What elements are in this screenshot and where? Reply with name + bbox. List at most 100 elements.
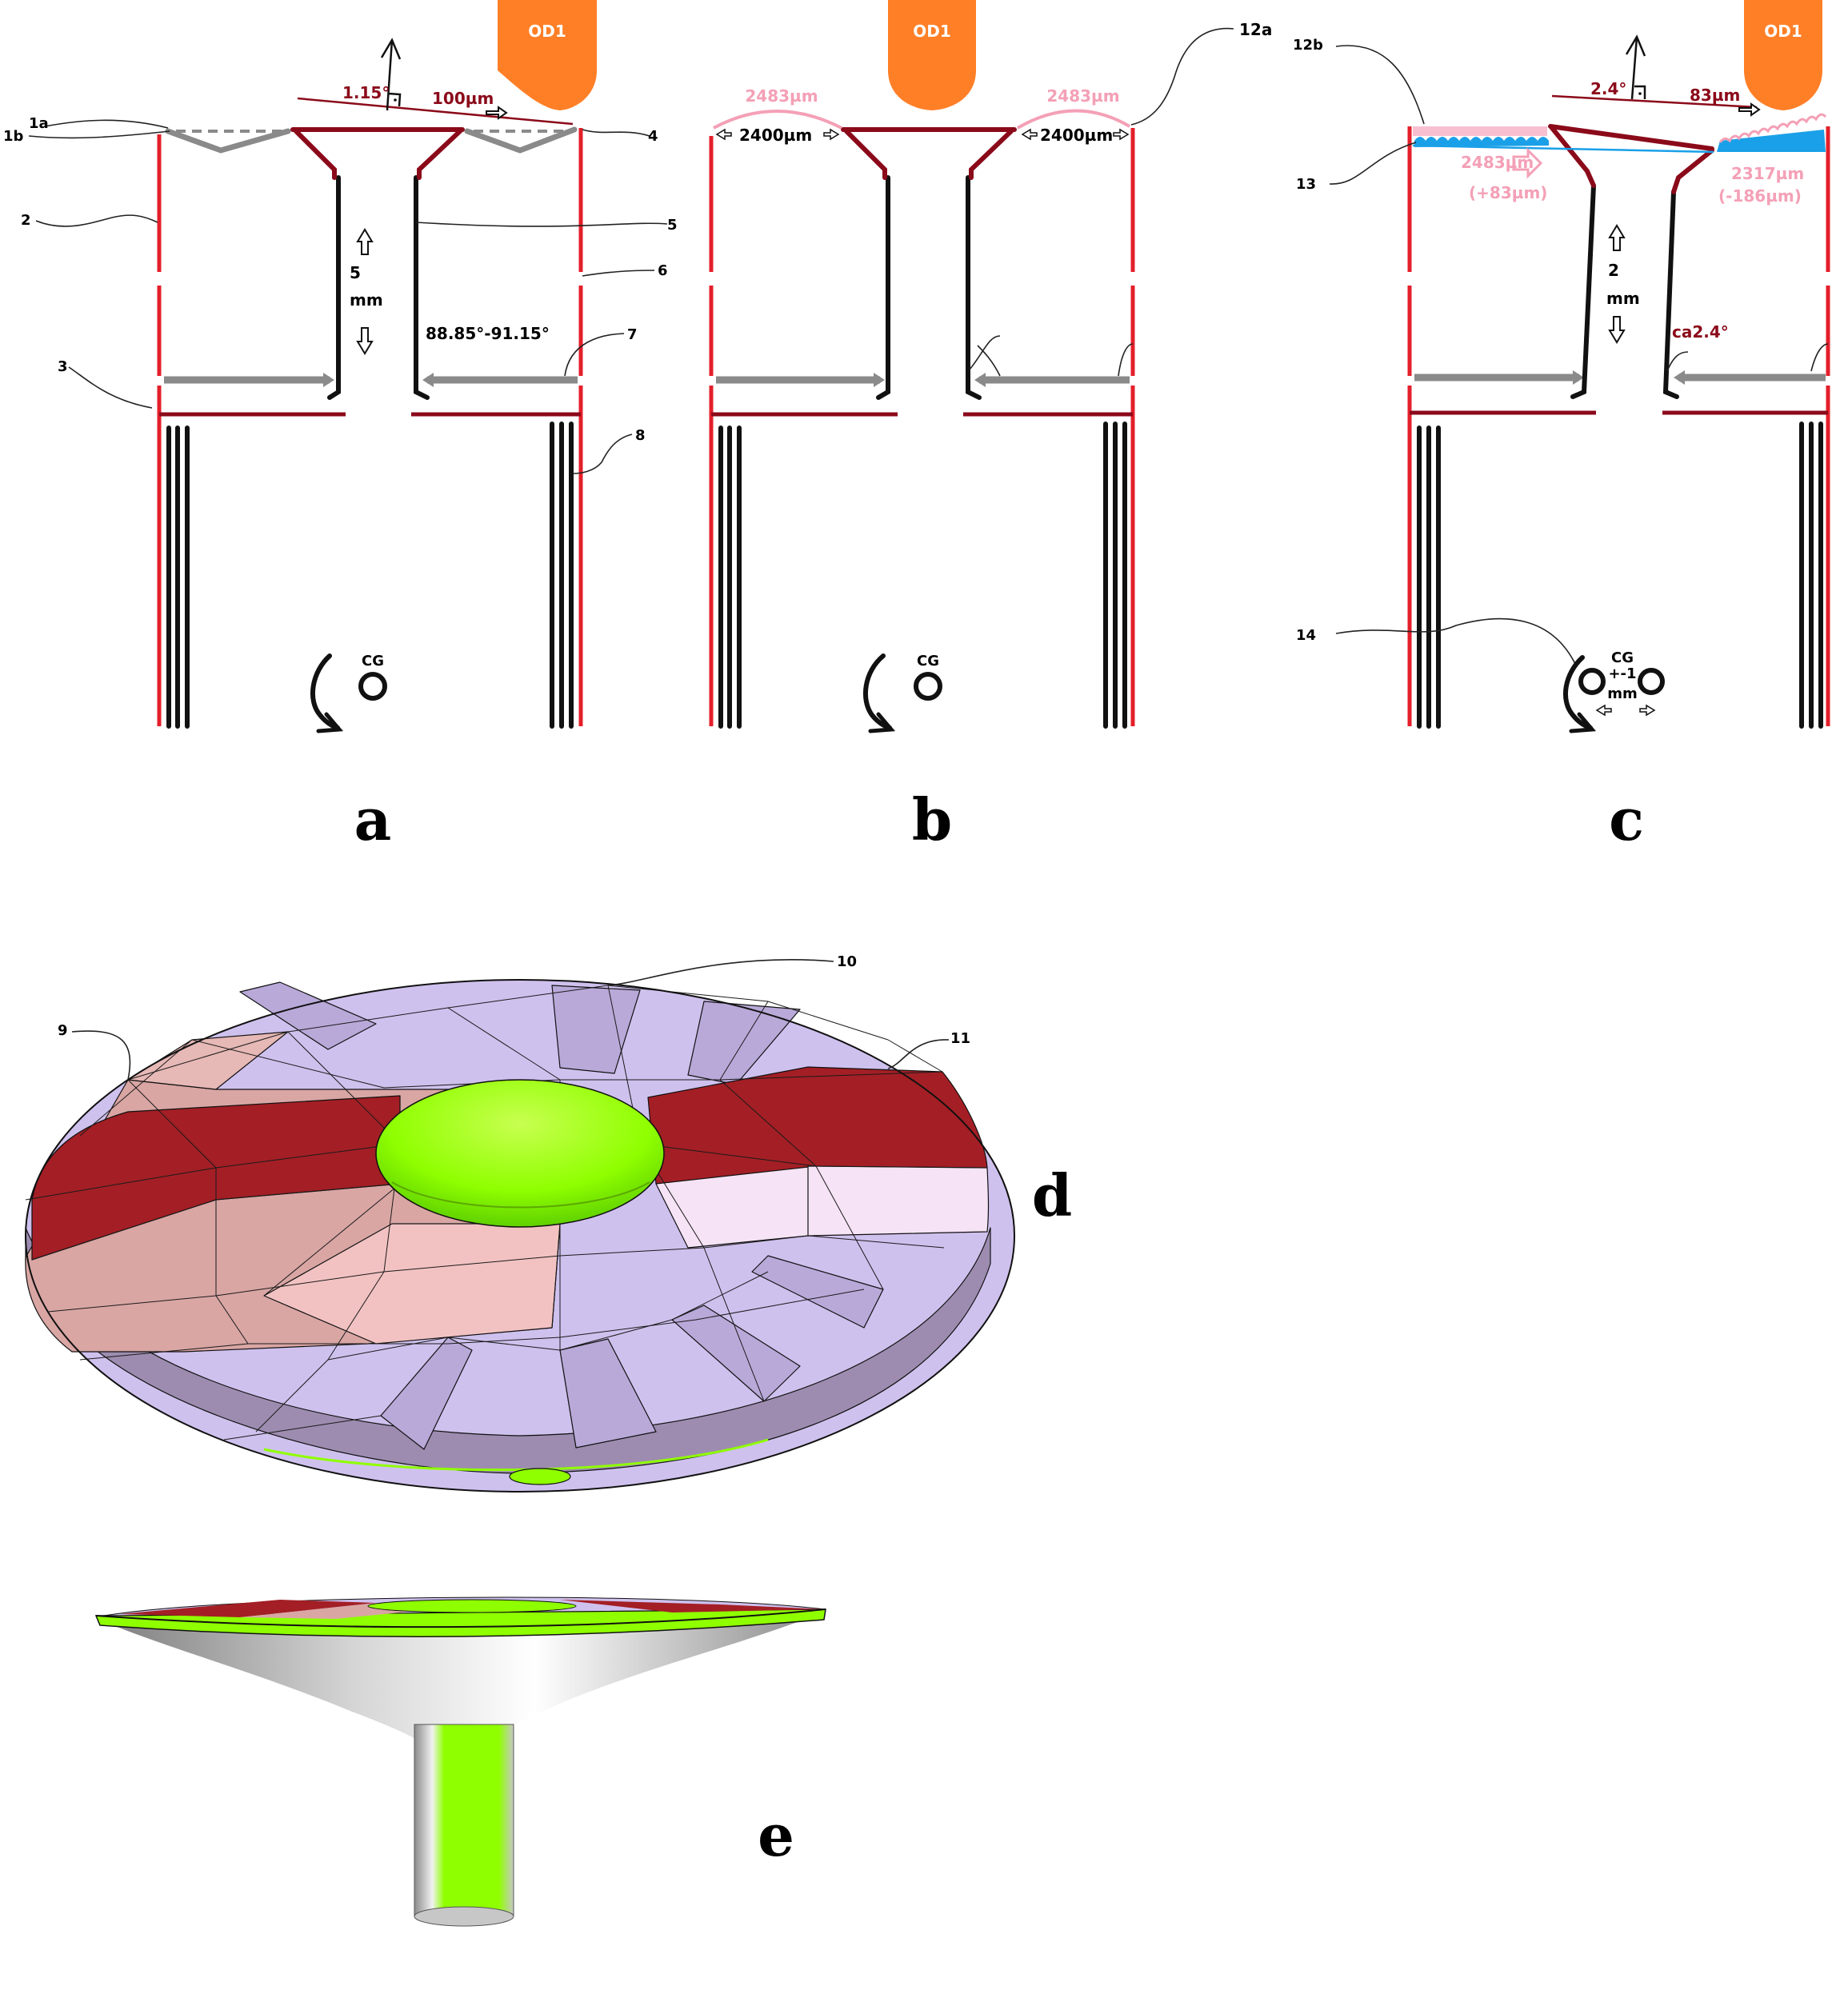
stroke-height: 2	[1608, 261, 1619, 280]
right-delta: (-186µm)	[1718, 186, 1802, 206]
stroke-unit: mm	[350, 290, 383, 310]
right-arrow-icon	[1639, 704, 1656, 717]
funnel-top-tilted	[1548, 124, 1714, 194]
panel-letter-a: a	[354, 785, 392, 853]
reference-leaders	[28, 119, 668, 474]
panel-letter-d: d	[1032, 1161, 1072, 1229]
reference-leaders	[969, 335, 1134, 377]
shift-arrow-icon	[486, 106, 508, 120]
od1-sensor: OD1	[1744, 0, 1822, 110]
left-delta: (+83µm)	[1469, 183, 1547, 202]
support-rails	[1417, 422, 1823, 729]
panel-letter-e: e	[758, 1801, 794, 1869]
tilt-angle: 2.4°	[1590, 79, 1626, 98]
panel-b: OD1 2483µm 2483µm	[709, 0, 1272, 853]
reference-leaders	[71, 959, 950, 1081]
reference-leaders	[1329, 45, 1829, 666]
stroke-height: 5	[350, 263, 361, 282]
panel-e: e	[94, 1596, 826, 1927]
ref-10: 10	[837, 953, 857, 970]
right-arrow-icon	[1512, 147, 1543, 179]
right-arrow-icon	[1113, 128, 1130, 141]
center-hole	[375, 1079, 665, 1228]
membrane-wavy-right	[1717, 130, 1826, 152]
panel-c: OD1	[1293, 0, 1830, 853]
cg-offset: +-1	[1608, 665, 1636, 682]
funnel-top	[841, 127, 1017, 180]
od1-sensor: OD1	[888, 0, 976, 110]
inner-shaft-tilted	[1570, 183, 1679, 399]
cg-label: CG	[917, 653, 939, 669]
od1-label: OD1	[913, 22, 951, 41]
housing-walls	[1407, 126, 1830, 726]
ref-6: 6	[658, 262, 668, 279]
cg-label: CG	[1611, 649, 1634, 666]
shift-value: 83µm	[1690, 86, 1740, 105]
ref-1b: 1b	[3, 128, 24, 145]
ref-14: 14	[1296, 627, 1316, 644]
tilt-angle: 1.15°	[342, 83, 390, 102]
housing-walls	[709, 128, 1135, 726]
stroke-unit: mm	[1606, 289, 1640, 308]
membrane-zigzag-right	[1718, 113, 1827, 143]
support-rails	[166, 422, 574, 729]
rotation-arrow-icon	[1562, 655, 1593, 730]
ref-11: 11	[950, 1030, 970, 1047]
right-length: 2317µm	[1731, 164, 1804, 183]
grey-disk	[716, 373, 1130, 387]
tilt-line	[1551, 94, 1758, 109]
grey-disk	[164, 373, 578, 387]
normal-arrow	[380, 38, 402, 111]
angle-range: 88.85°-91.15°	[426, 324, 550, 343]
membrane-blue-line	[1412, 144, 1714, 154]
ref-12a: 12a	[1239, 20, 1272, 39]
tilt-value: ca2.4°	[1672, 322, 1729, 342]
grey-disk	[1414, 370, 1826, 385]
up-arrow-icon	[1608, 224, 1626, 251]
membrane-pink-left	[1413, 126, 1547, 136]
chord-right: 2400µm	[1040, 126, 1113, 145]
shift-value: 100µm	[432, 89, 494, 108]
shift-arrow-icon	[1738, 102, 1761, 117]
ref-13: 13	[1296, 176, 1316, 193]
ref-9: 9	[58, 1022, 68, 1039]
od1-label: OD1	[1764, 22, 1802, 41]
left-arrow-icon	[1021, 128, 1038, 141]
up-arrow-icon	[356, 228, 374, 255]
chord-left: 2400µm	[739, 126, 812, 145]
funnel-3d	[94, 1596, 826, 1927]
cg-marker-icon	[1578, 668, 1606, 695]
ref-2: 2	[21, 212, 31, 229]
tilted-membranes	[165, 126, 578, 154]
od1-label: OD1	[528, 22, 566, 41]
down-arrow-icon	[356, 327, 374, 355]
disk-3d	[25, 979, 1015, 1492]
right-angle-dot	[1638, 92, 1642, 95]
cg-marker-icon	[1638, 668, 1665, 695]
rotation-arrow-icon	[862, 653, 892, 730]
funnel-top	[290, 127, 465, 180]
panel-letter-b: b	[912, 785, 952, 853]
normal-arrow	[1625, 34, 1646, 100]
right-arrow-icon	[823, 128, 840, 141]
cg-marker-icon	[914, 672, 942, 701]
down-arrow-icon	[1608, 316, 1626, 344]
panel-letter-c: c	[1609, 785, 1644, 853]
housing-walls	[157, 128, 583, 726]
arc-length-right: 2483µm	[1046, 86, 1119, 106]
rotation-arrow-icon	[310, 653, 340, 730]
cg-unit: mm	[1607, 685, 1638, 702]
left-arrow-icon	[715, 128, 732, 141]
arc-length-left: 2483µm	[745, 86, 818, 106]
tilt-line	[297, 97, 574, 126]
ref-1a: 1a	[29, 115, 49, 132]
cg-label: CG	[362, 653, 384, 669]
ref-7: 7	[627, 326, 638, 343]
panel-a: OD1	[3, 0, 678, 853]
ref-5: 5	[667, 217, 678, 234]
left-arrow-icon	[1595, 704, 1612, 717]
support-rails	[718, 422, 1127, 729]
membrane-arcs	[713, 109, 1131, 130]
inner-shaft	[327, 175, 430, 400]
